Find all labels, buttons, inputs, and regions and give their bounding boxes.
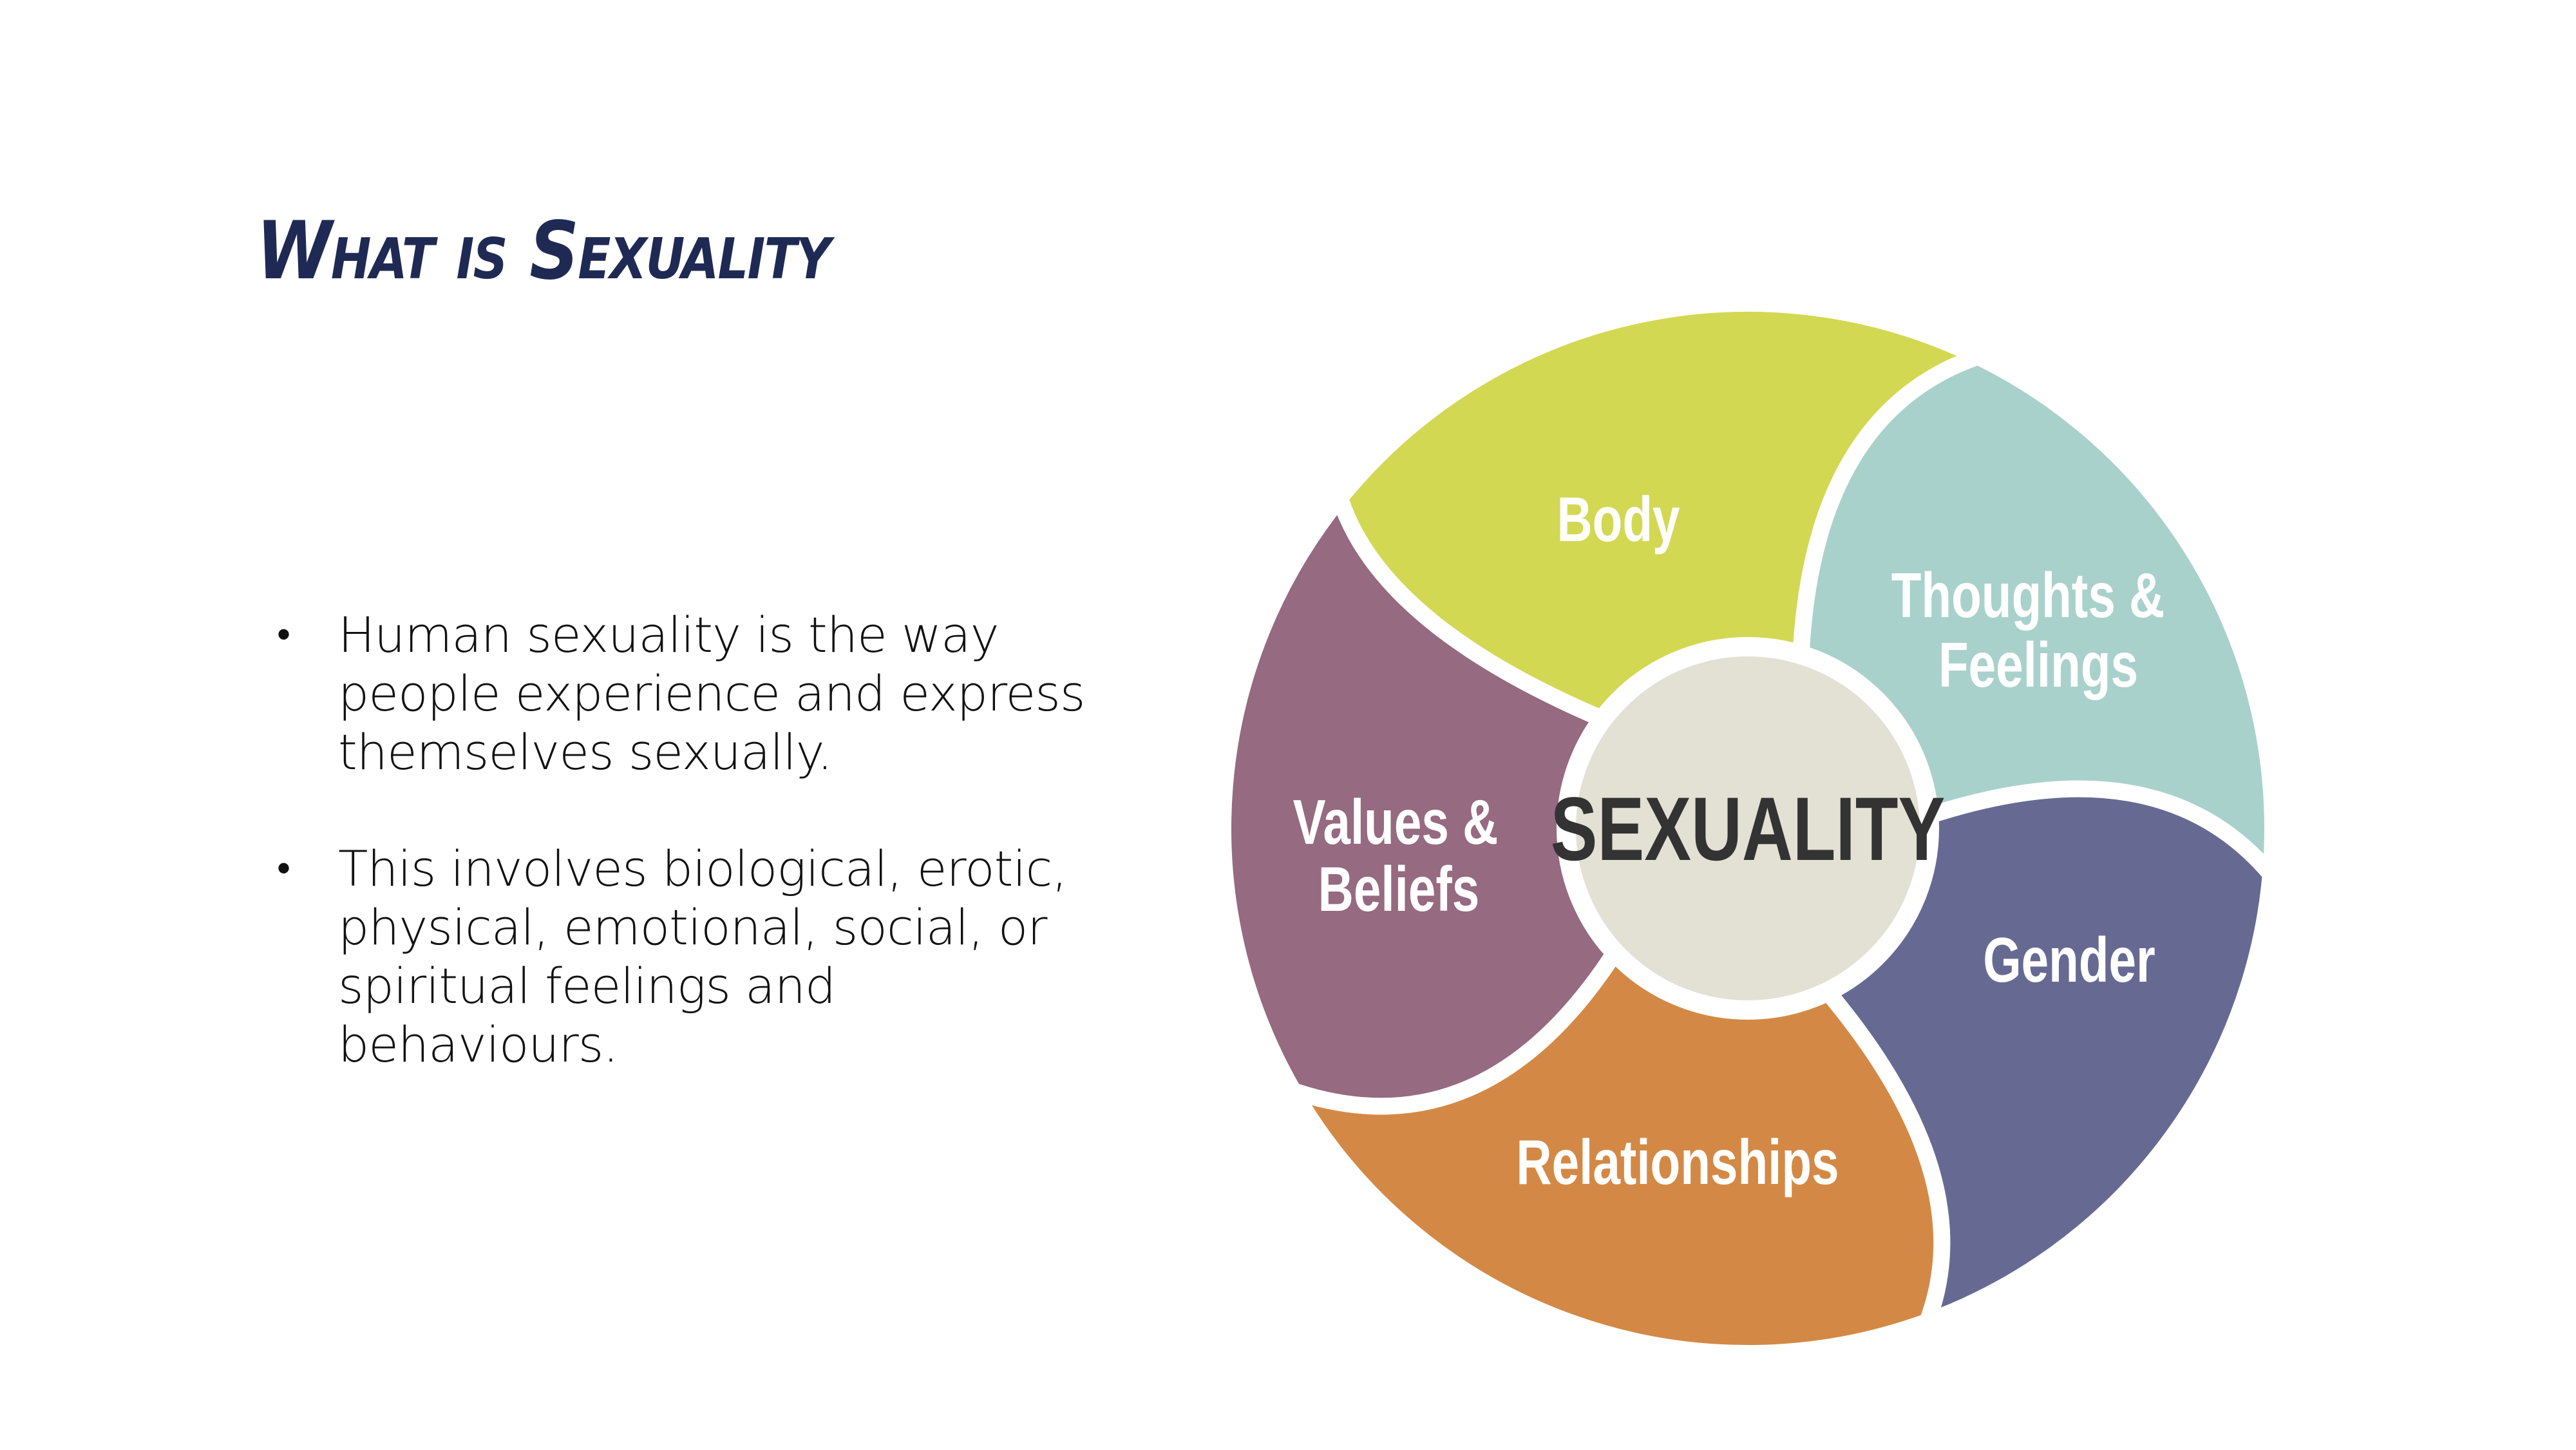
bullet-text: Human sexuality is the way people experi… bbox=[338, 606, 1085, 781]
segment-label-beliefs: Beliefs bbox=[1318, 854, 1480, 924]
segment-label-gender: Gender bbox=[1983, 924, 2155, 995]
bullet-icon: • bbox=[277, 612, 290, 657]
bullet-item: • Human sexuality is the way people exper… bbox=[270, 606, 1108, 781]
bullet-icon: • bbox=[277, 846, 290, 891]
segment-label-values: Values & bbox=[1293, 787, 1499, 857]
segment-label-body: Body bbox=[1557, 484, 1680, 555]
bullet-item: • This involves biological, erotic, physi… bbox=[270, 839, 1108, 1074]
bullet-list: • Human sexuality is the way people exper… bbox=[270, 606, 1108, 1132]
center-label: SEXUALITY bbox=[1551, 778, 1946, 879]
segment-label-thoughts: Thoughts & bbox=[1891, 560, 2165, 631]
center-circle bbox=[1557, 637, 1939, 1020]
segment-label-relationships: Relationships bbox=[1516, 1127, 1839, 1197]
bullet-text: This involves biological, erotic, physic… bbox=[338, 840, 1067, 1073]
slide-title: What is Sexuality bbox=[256, 205, 831, 298]
segment-label-feelings: Feelings bbox=[1938, 629, 2138, 700]
